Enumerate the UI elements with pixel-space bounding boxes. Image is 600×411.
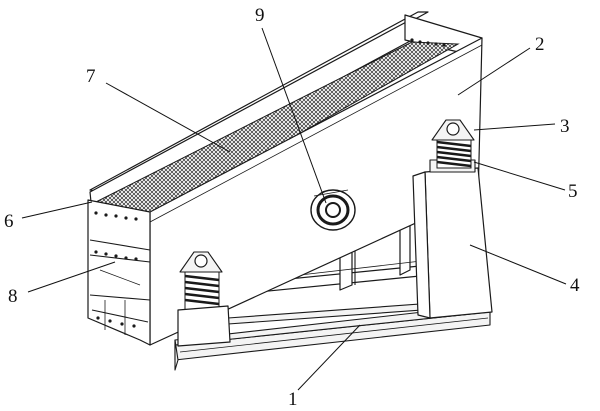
- callout-7: 7: [86, 66, 96, 87]
- callout-6: 6: [4, 211, 14, 232]
- rear-spring-seat: [431, 119, 475, 141]
- callout-5: 5: [568, 181, 578, 202]
- leader-lines: [21, 27, 567, 391]
- bolt-holes: [94, 38, 446, 328]
- rear-support-column: [412, 159, 493, 319]
- callout-4: 4: [570, 275, 580, 296]
- callout-3: 3: [560, 116, 570, 137]
- callout-9: 9: [255, 5, 265, 26]
- callout-2: 2: [535, 34, 545, 55]
- vibrator-exciter: [310, 189, 356, 231]
- front-spring: [177, 251, 231, 347]
- callout-1: 1: [288, 389, 298, 410]
- screen-box: [87, 11, 483, 346]
- callout-labels: 1 2 3 4 5 6 7 8 9: [4, 5, 580, 410]
- rear-spring: [436, 139, 472, 169]
- callout-8: 8: [8, 286, 18, 307]
